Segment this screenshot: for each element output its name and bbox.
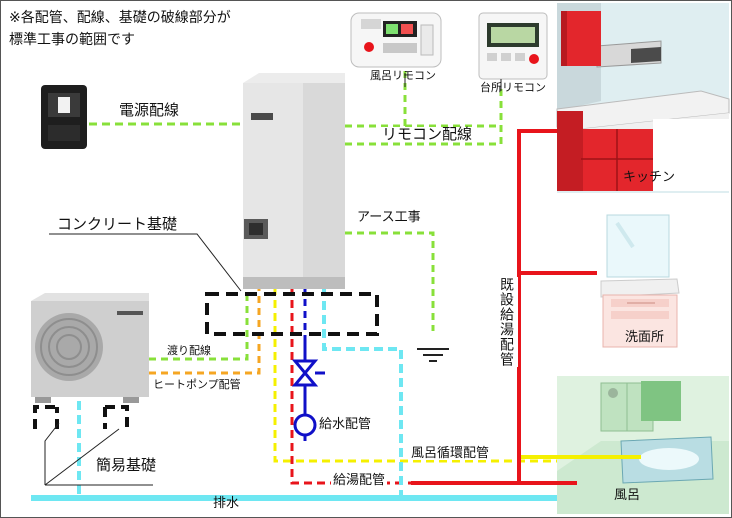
washroom-label: 洗面所	[625, 330, 665, 345]
leader-lines	[44, 73, 502, 486]
washroom-illustration	[587, 213, 680, 359]
kitchen-label: キッチン	[623, 170, 676, 185]
existing-hot-pipe-line	[411, 129, 597, 485]
existing-hot-pipe-label: 既設給湯配管	[494, 277, 518, 367]
remote-wiring-line	[345, 71, 503, 146]
concrete-base-outline	[205, 292, 379, 336]
earth-wiring-line	[345, 231, 435, 331]
simple-base-label: 簡易基礎	[96, 456, 157, 474]
kitchen-illustration	[556, 3, 730, 193]
heatpump-pipe-line	[149, 287, 261, 375]
water-supply-pipe-label: 給水配管	[319, 417, 372, 432]
earth-work-label: アース工事	[357, 210, 421, 225]
concrete-base-label: コンクリート基礎	[57, 215, 178, 233]
drain-label: 排水	[213, 496, 240, 511]
bath-remote-label: 風呂リモコン	[370, 69, 436, 82]
crossover-wiring-label: 渡り配線	[167, 344, 211, 357]
hot-water-tank-icon	[243, 73, 345, 289]
water-meter-icon	[293, 413, 317, 437]
bath-label: 風呂	[614, 488, 641, 503]
breaker-icon	[41, 85, 87, 149]
scope-note: ※各配管、配線、基礎の破線部分が 標準工事の範囲です	[9, 7, 231, 51]
heatpump-pipe-label: ヒートポンプ配管	[153, 378, 241, 391]
ground-symbol-icon	[417, 348, 449, 362]
bath-remote-controller-icon	[350, 12, 442, 68]
kitchen-remote-controller-icon	[478, 12, 548, 80]
drain-line	[31, 287, 557, 501]
check-valve-icon	[291, 359, 325, 387]
scope-note-line-2: 標準工事の範囲です	[9, 32, 135, 48]
bath-circulation-dashed	[273, 287, 557, 463]
crossover-wiring-line	[149, 287, 249, 361]
scope-note-line-1: ※各配管、配線、基礎の破線部分が	[9, 10, 231, 26]
bath-circulation-pipe-label: 風呂循環配管	[409, 446, 492, 461]
heat-pump-unit-icon	[31, 293, 149, 403]
remote-wiring-label: リモコン配線	[380, 125, 475, 143]
bathroom-illustration	[557, 376, 729, 514]
power-wiring-label: 電源配線	[119, 101, 180, 119]
kitchen-remote-label: 台所リモコン	[480, 81, 546, 94]
hot-supply-pipe-label: 給湯配管	[331, 473, 388, 488]
